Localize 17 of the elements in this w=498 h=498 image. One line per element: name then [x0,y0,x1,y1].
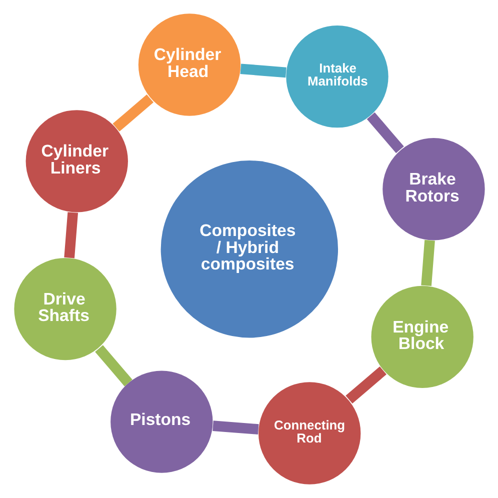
node-circle: Cylinder Head [138,14,240,116]
connector [64,212,78,258]
connector [366,112,404,154]
node-circle: Brake Rotors [382,138,484,240]
connector [420,240,434,286]
connector [240,64,286,78]
connector [212,420,258,434]
node-circle: Intake Manifolds [286,26,388,128]
connector [345,366,386,404]
connector [112,94,153,132]
node-circle: Drive Shafts [14,258,116,360]
node-circle: Composites / Hybrid composites [160,160,338,338]
node-circle: Pistons [110,370,212,473]
node-circle: Cylinder Liners [25,110,128,212]
node-circle: Connecting Rod [258,382,360,484]
node-circle: Engine Block [370,286,473,388]
connector [94,345,132,386]
